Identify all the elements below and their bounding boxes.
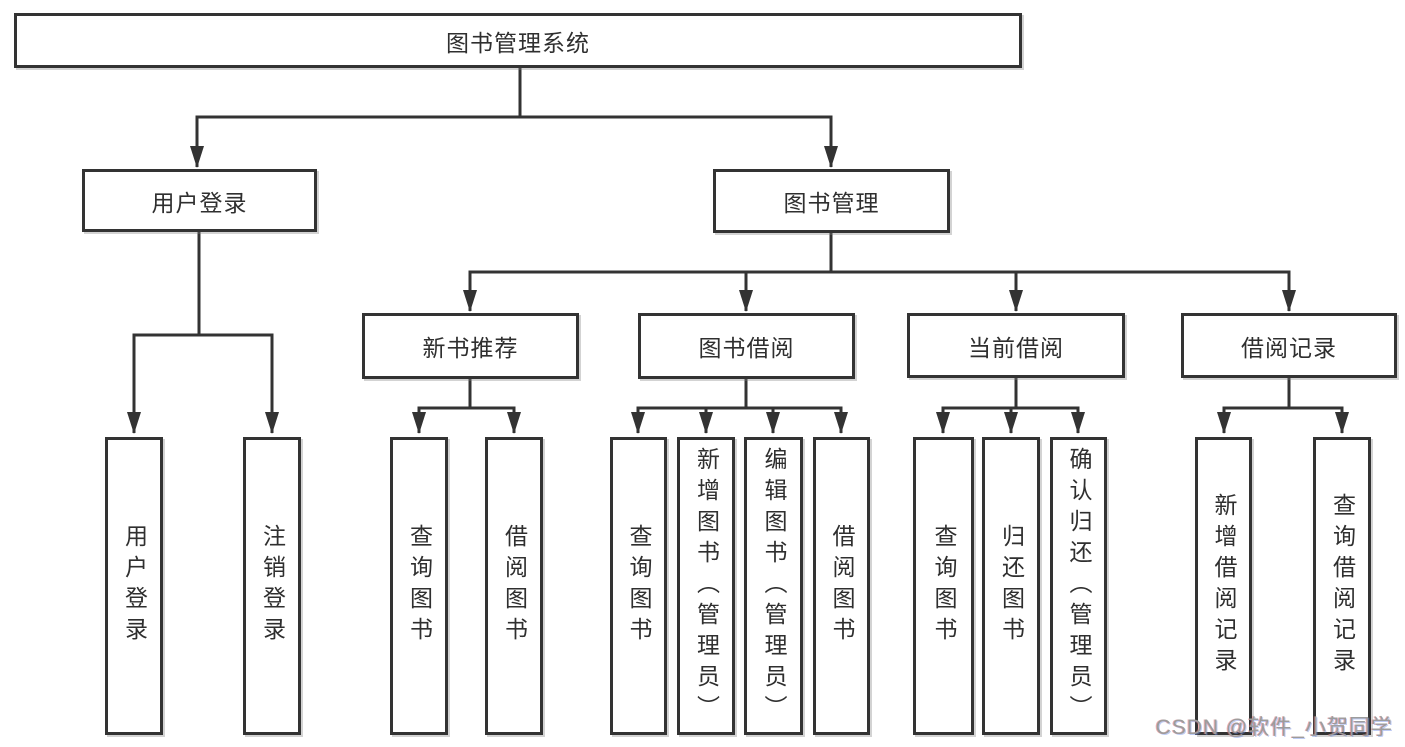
leaf-query-books-recommend-label: 查询图书 (406, 524, 433, 648)
node-book-borrowing: 图书借阅 (638, 313, 855, 379)
leaf-borrow-books-recommend-label: 借阅图书 (501, 524, 528, 648)
edge-recommend-to-leaves (412, 379, 521, 434)
node-book-borrowing-label: 图书借阅 (698, 335, 795, 361)
node-borrowing-records-label: 借阅记录 (1241, 334, 1337, 361)
leaf-confirm-return-admin: 确认归还（管理员） (1050, 437, 1107, 735)
leaf-query-books-current: 查询图书 (913, 437, 974, 735)
leaf-add-book-admin: 新增图书（管理员） (677, 437, 735, 735)
leaf-logout: 注销登录 (243, 437, 301, 735)
node-user-login: 用户登录 (82, 169, 317, 232)
node-new-book-recommend: 新书推荐 (362, 313, 579, 379)
leaf-logout-label: 注销登录 (259, 524, 286, 648)
leaf-confirm-return-admin-label: 确认归还（管理员） (1066, 446, 1092, 726)
node-root-label: 图书管理系统 (446, 29, 590, 56)
leaf-borrow-books-borrowing-label: 借阅图书 (829, 524, 855, 648)
edge-root-to-level2 (190, 68, 838, 168)
edge-records-to-leaves (1217, 378, 1349, 434)
leaf-edit-book-admin: 编辑图书（管理员） (744, 437, 803, 735)
edge-current-to-leaves (936, 378, 1085, 434)
watermark: CSDN @软件_小贺同学 (1155, 716, 1393, 739)
node-borrowing-records: 借阅记录 (1181, 313, 1397, 378)
node-user-login-label: 用户登录 (151, 189, 248, 216)
leaf-borrow-books-recommend: 借阅图书 (485, 437, 543, 735)
edge-borrowing-to-leaves (631, 379, 848, 434)
leaf-query-borrow-record-label: 查询借阅记录 (1329, 493, 1356, 679)
leaf-add-borrow-record-label: 新增借阅记录 (1211, 493, 1237, 679)
leaf-query-books-borrowing-label: 查询图书 (626, 524, 652, 648)
leaf-query-books-borrowing: 查询图书 (610, 437, 667, 735)
edge-book-management-to-level3 (463, 233, 1296, 312)
leaf-add-borrow-record: 新增借阅记录 (1195, 437, 1252, 735)
node-book-management-label: 图书管理 (783, 190, 880, 216)
node-current-borrowing: 当前借阅 (907, 313, 1125, 378)
node-root: 图书管理系统 (14, 13, 1022, 68)
leaf-query-books-recommend: 查询图书 (390, 437, 448, 735)
leaf-user-login: 用户登录 (105, 437, 163, 735)
edge-user-login-to-leaves (127, 232, 279, 434)
node-new-book-recommend-label: 新书推荐 (422, 335, 519, 361)
leaf-return-books-label: 归还图书 (998, 524, 1025, 648)
leaf-query-borrow-record: 查询借阅记录 (1313, 437, 1371, 735)
node-book-management: 图书管理 (713, 169, 950, 233)
leaf-edit-book-admin-label: 编辑图书（管理员） (761, 446, 787, 726)
node-current-borrowing-label: 当前借阅 (968, 334, 1064, 361)
leaf-user-login-label: 用户登录 (121, 524, 148, 648)
leaf-borrow-books-borrowing: 借阅图书 (813, 437, 870, 735)
leaf-query-books-current-label: 查询图书 (931, 524, 957, 648)
leaf-return-books: 归还图书 (982, 437, 1040, 735)
leaf-add-book-admin-label: 新增图书（管理员） (693, 446, 720, 726)
